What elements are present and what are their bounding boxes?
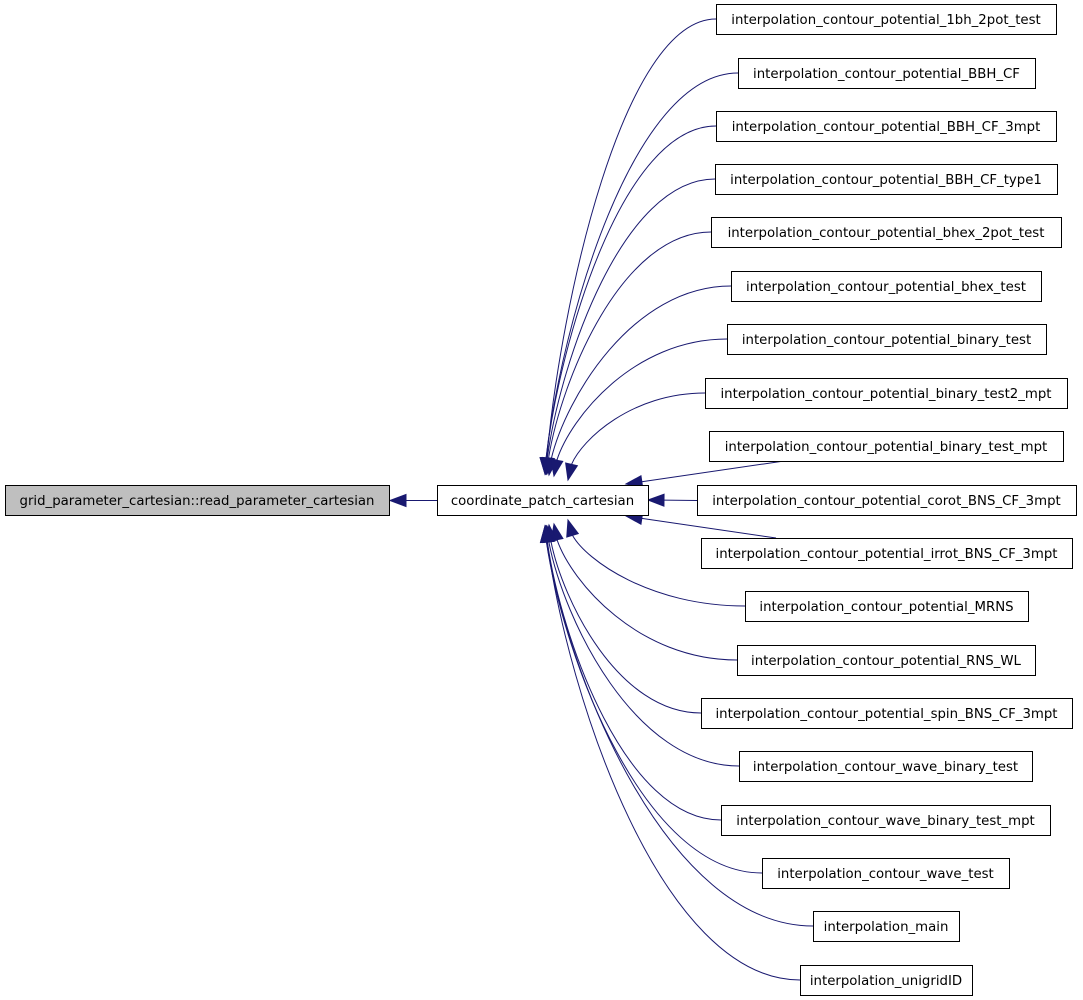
caller-node[interactable]: interpolation_main	[813, 911, 960, 942]
caller-node[interactable]: interpolation_contour_potential_corot_BN…	[697, 485, 1077, 516]
edge-c13-to-hub	[550, 540, 702, 714]
caller-node[interactable]: interpolation_contour_potential_RNS_WL	[737, 645, 1036, 676]
caller-node-label: interpolation_contour_potential_RNS_WL	[751, 654, 1022, 669]
caller-node[interactable]: interpolation_contour_potential_bhex_2po…	[711, 217, 1062, 248]
edge-c14-to-hub	[548, 541, 740, 767]
edge-arrowhead	[550, 458, 564, 478]
focus-node-box	[5, 485, 390, 516]
caller-node-box	[800, 965, 973, 996]
caller-node[interactable]: interpolation_contour_potential_spin_BNS…	[701, 698, 1073, 729]
caller-node[interactable]: interpolation_contour_wave_binary_test	[739, 751, 1033, 782]
caller-node-label: interpolation_contour_potential_corot_BN…	[712, 494, 1061, 509]
caller-node-label: interpolation_contour_wave_binary_test	[753, 760, 1018, 775]
edge-c8-to-hub	[641, 460, 785, 483]
nodes-layer: grid_parameter_cartesian::read_parameter…	[5, 4, 1077, 996]
edges-layer	[388, 18, 814, 981]
caller-node-label: interpolation_contour_potential_bhex_2po…	[728, 226, 1045, 241]
edge-c2-to-hub	[545, 125, 717, 459]
caller-node[interactable]: interpolation_contour_potential_BBH_CF_3…	[716, 111, 1057, 142]
caller-node-label: interpolation_contour_potential_BBH_CF_3…	[732, 120, 1041, 135]
caller-node-label: interpolation_contour_potential_BBH_CF_t…	[730, 173, 1042, 188]
caller-node-label: interpolation_contour_potential_irrot_BN…	[716, 547, 1058, 562]
edge-c17-to-hub	[546, 541, 814, 927]
caller-node-box	[705, 378, 1068, 409]
caller-node-box	[711, 217, 1062, 248]
caller-node-box	[745, 591, 1029, 622]
caller-node-label: interpolation_contour_potential_spin_BNS…	[715, 707, 1057, 722]
caller-node-label: interpolation_contour_potential_1bh_2pot…	[731, 13, 1041, 28]
caller-node[interactable]: interpolation_contour_wave_binary_test_m…	[721, 805, 1051, 836]
caller-node-label: interpolation_main	[824, 920, 949, 935]
caller-node-box	[737, 645, 1036, 676]
edge-c7-to-hub	[571, 392, 706, 465]
edge-c4-to-hub	[548, 231, 712, 459]
caller-node-box	[731, 271, 1042, 302]
caller-node-box	[813, 911, 960, 942]
edge-c5-to-hub	[550, 285, 732, 460]
caller-node-label: interpolation_contour_potential_BBH_CF	[753, 67, 1020, 82]
caller-node-box	[697, 485, 1077, 516]
caller-node-label: interpolation_contour_potential_binary_t…	[725, 440, 1048, 455]
caller-node[interactable]: interpolation_contour_potential_1bh_2pot…	[716, 4, 1057, 35]
edge-arrowhead	[388, 493, 407, 508]
caller-node[interactable]: interpolation_contour_potential_binary_t…	[727, 324, 1047, 355]
caller-node-box	[727, 324, 1047, 355]
caller-node-box	[738, 58, 1036, 89]
caller-node[interactable]: interpolation_contour_potential_binary_t…	[709, 431, 1064, 462]
edge-arrowhead	[565, 462, 579, 482]
caller-node-box	[709, 431, 1064, 462]
edge-arrowhead	[566, 518, 580, 538]
caller-node-box	[715, 164, 1058, 195]
caller-node-label: interpolation_contour_potential_MRNS	[759, 600, 1013, 615]
edge-c3-to-hub	[546, 178, 716, 459]
focus-node[interactable]: grid_parameter_cartesian::read_parameter…	[5, 485, 390, 516]
edge-arrowhead	[646, 493, 665, 507]
caller-node-label: interpolation_unigridID	[810, 974, 962, 989]
edge-c1-to-hub	[545, 72, 739, 459]
caller-node-label: interpolation_contour_potential_bhex_tes…	[746, 280, 1026, 295]
caller-node-box	[739, 751, 1033, 782]
caller-node-label: interpolation_contour_potential_binary_t…	[742, 333, 1031, 348]
caller-node-label: interpolation_contour_wave_binary_test_m…	[736, 814, 1035, 829]
edge-c18-to-hub	[546, 541, 801, 981]
caller-node[interactable]: interpolation_contour_potential_BBH_CF_t…	[715, 164, 1058, 195]
caller-node-box	[701, 698, 1073, 729]
caller-node[interactable]: interpolation_contour_potential_BBH_CF	[738, 58, 1036, 89]
focus-node-label: grid_parameter_cartesian::read_parameter…	[20, 494, 375, 509]
caller-node-label: interpolation_contour_wave_test	[777, 867, 994, 882]
caller-node-box	[721, 805, 1051, 836]
hub-node-label: coordinate_patch_cartesian	[451, 494, 634, 509]
edge-c11-to-hub	[572, 535, 746, 607]
caller-node-box	[762, 858, 1010, 889]
edge-c0-to-hub	[546, 18, 717, 459]
edge-c6-to-hub	[556, 338, 728, 461]
caller-node-box	[716, 111, 1057, 142]
caller-node[interactable]: interpolation_contour_potential_irrot_BN…	[701, 538, 1073, 569]
edge-c12-to-hub	[556, 539, 738, 661]
caller-node-box	[701, 538, 1073, 569]
caller-node[interactable]: interpolation_contour_potential_binary_t…	[705, 378, 1068, 409]
caller-node[interactable]: interpolation_contour_potential_MRNS	[745, 591, 1029, 622]
caller-node[interactable]: interpolation_contour_potential_bhex_tes…	[731, 271, 1042, 302]
hub-node[interactable]: coordinate_patch_cartesian	[437, 485, 649, 516]
caller-node[interactable]: interpolation_unigridID	[800, 965, 973, 996]
edge-c10-to-hub	[641, 517, 777, 539]
caller-node-label: interpolation_contour_potential_binary_t…	[720, 387, 1051, 402]
caller-node[interactable]: interpolation_contour_wave_test	[762, 858, 1010, 889]
caller-node-box	[716, 4, 1057, 35]
edge-c15-to-hub	[546, 541, 722, 821]
hub-node-box	[437, 485, 649, 516]
